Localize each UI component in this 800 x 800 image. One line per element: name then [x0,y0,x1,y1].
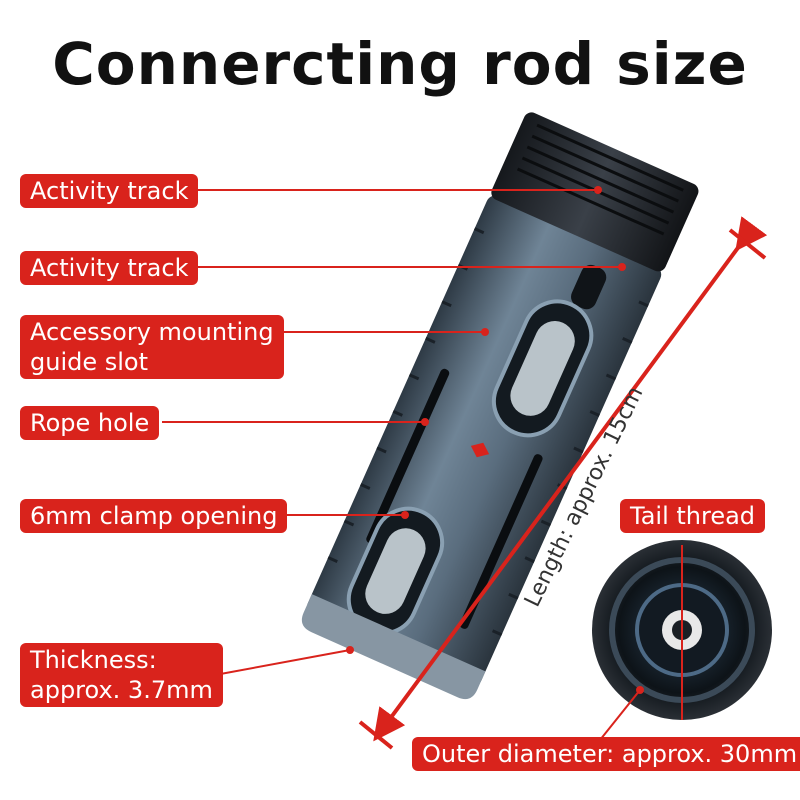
label-thickness: Thickness: approx. 3.7mm [20,643,223,707]
label-rope-hole: Rope hole [20,406,160,440]
label-clamp-opening: 6mm clamp opening [20,499,288,533]
label-thickness-line1: Thickness: [30,646,157,674]
label-activity-track-1: Activity track [20,174,199,208]
label-accessory-slot-line1: Accessory mounting [30,318,274,346]
label-tail-thread: Tail thread [620,499,766,533]
tail-thread-end-view [592,540,772,720]
label-outer-diameter: Outer diameter: approx. 30mm [412,737,800,771]
leader-lines [162,189,641,741]
label-activity-track-2: Activity track [20,251,199,285]
page-title: Connercting rod size [52,30,748,98]
label-accessory-slot-line2: guide slot [30,348,149,376]
label-accessory-slot: Accessory mounting guide slot [20,315,284,379]
length-dimension [358,216,768,750]
label-thickness-line2: approx. 3.7mm [30,676,213,704]
